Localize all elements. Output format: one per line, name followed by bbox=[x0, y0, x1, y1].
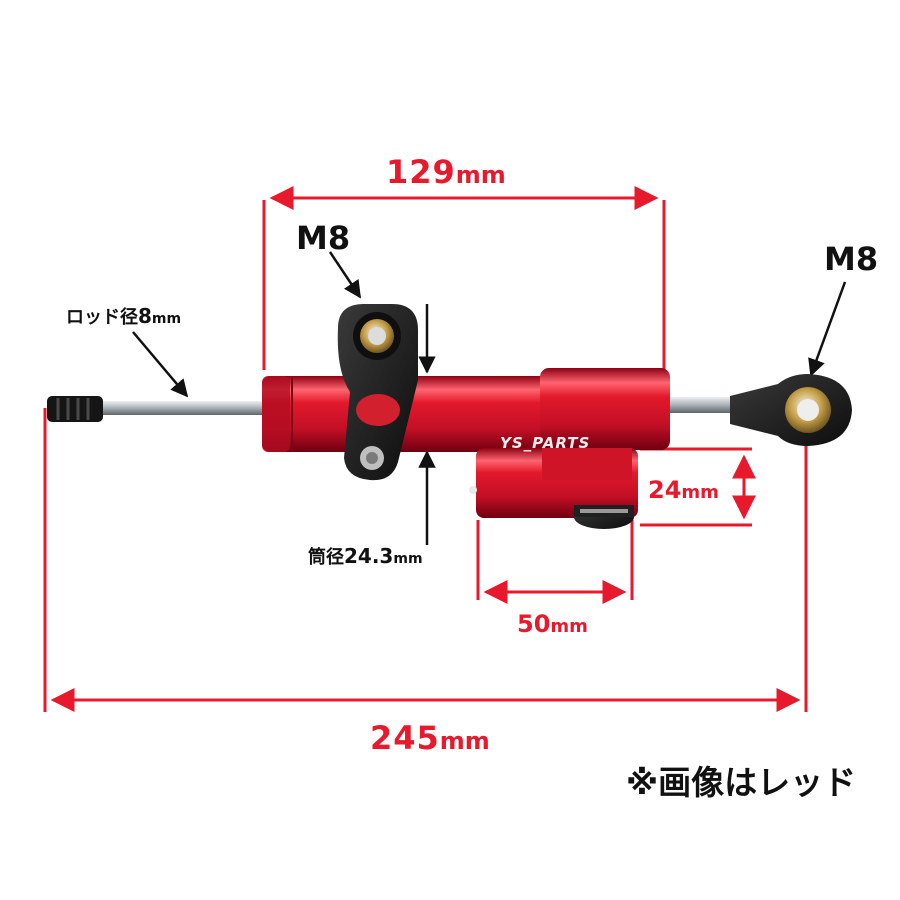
tube-diameter-value: 24.3 bbox=[344, 544, 394, 568]
dimension-lines bbox=[43, 186, 808, 712]
rod-diameter-label: ロッド径8mm bbox=[66, 306, 181, 327]
bracket-height-value: 24 bbox=[648, 476, 682, 504]
top-length-label: 129mm bbox=[386, 156, 506, 188]
piston-rod bbox=[47, 396, 742, 422]
bracket-width-value: 50 bbox=[517, 610, 551, 638]
tube-diameter-unit: mm bbox=[393, 551, 423, 567]
rod-diameter-unit: mm bbox=[151, 311, 182, 327]
bracket-width-unit: mm bbox=[550, 616, 588, 637]
damper-body bbox=[262, 368, 670, 529]
color-disclaimer: ※画像はレッド bbox=[626, 763, 857, 802]
total-length-label: 245mm bbox=[370, 722, 490, 754]
rod-diameter-text: ロッド径 bbox=[66, 307, 138, 328]
top-length-value: 129 bbox=[386, 153, 456, 191]
right-mount-thread-label: M8 bbox=[824, 240, 879, 278]
mounting-bracket bbox=[337, 304, 418, 481]
bracket-height-label: 24mm bbox=[648, 478, 719, 502]
total-length-value: 245 bbox=[370, 719, 440, 757]
bracket-height-unit: mm bbox=[681, 482, 719, 503]
rod-end bbox=[730, 374, 852, 446]
tube-diameter-text: 筒径 bbox=[308, 547, 344, 568]
left-mount-thread-label: M8 bbox=[296, 219, 351, 257]
bracket-width-label: 50mm bbox=[517, 612, 588, 636]
tube-diameter-label: 筒径24.3mm bbox=[308, 546, 423, 567]
rod-diameter-value: 8 bbox=[138, 304, 152, 328]
total-length-unit: mm bbox=[439, 727, 490, 755]
watermark: YS_PARTS bbox=[500, 434, 591, 452]
callout-arrows bbox=[132, 251, 847, 545]
top-length-unit: mm bbox=[455, 161, 506, 189]
